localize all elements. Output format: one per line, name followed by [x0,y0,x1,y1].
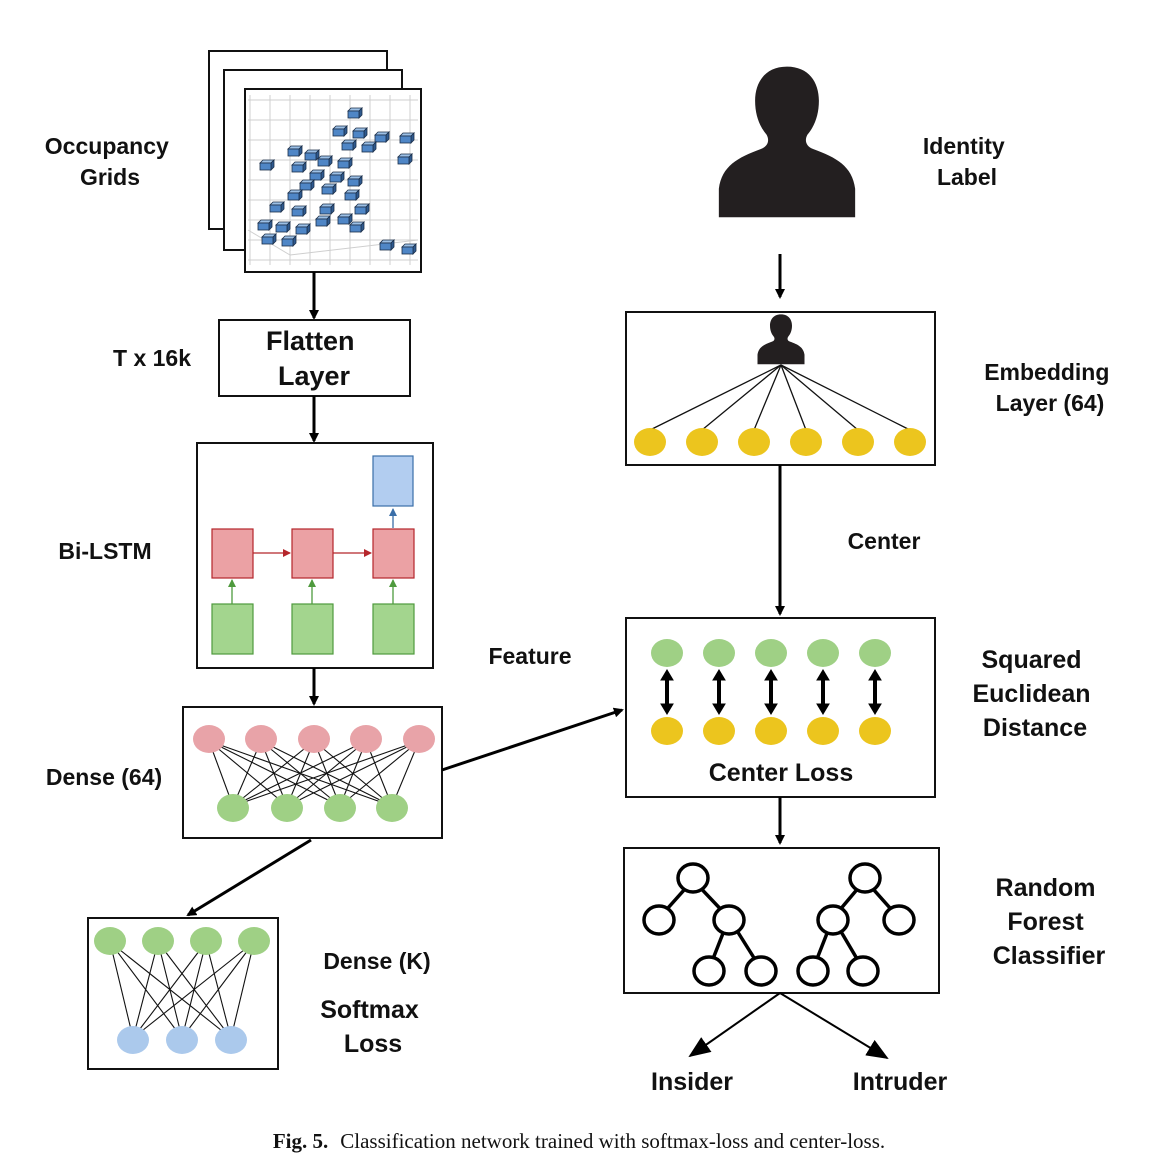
caption-text: Classification network trained with soft… [340,1129,885,1153]
embedding-node [894,428,926,456]
random-forest-tree-icon [796,862,916,987]
green-node [190,927,222,955]
embedding-node [738,428,770,456]
feature-node [859,639,891,667]
person-silhouette-icon [718,66,856,218]
center-node [859,717,891,745]
center-loss-label: Center Loss [709,759,853,787]
green-node [376,794,408,822]
green-node [142,927,174,955]
lstm-input-arrows [228,579,397,604]
dense-64-output-nodes [217,794,408,822]
lstm-hidden-cell [372,528,415,579]
flatten-layer-label: Flatten Layer [266,326,362,391]
lstm-input-cells [211,603,415,655]
lstm-hidden-cells [211,528,415,579]
occupancy-grids-label: Occupancy Grids [45,133,175,190]
arrow-to-intruder [779,992,889,1060]
intruder-label: Intruder [853,1068,948,1096]
softmax-loss-label: Softmax Loss [320,996,426,1058]
lstm-input-cell [372,603,415,655]
embedding-connections [649,364,911,431]
pink-node [193,725,225,753]
embedding-node [842,428,874,456]
lstm-output-cell [372,455,414,507]
feature-label: Feature [488,643,571,669]
blue-node [215,1026,247,1054]
center-node [703,717,735,745]
lstm-hidden-cell [291,528,334,579]
center-node [651,717,683,745]
feature-node [703,639,735,667]
center-node [807,717,839,745]
dense-k-output-nodes [117,1026,247,1054]
arrow-dense-to-center-loss [441,707,624,772]
lstm-input-cell [211,603,254,655]
feature-nodes [651,639,891,667]
embedding-layer-label: Embedding Layer (64) [984,359,1116,416]
lstm-input-cell [291,603,334,655]
green-node [94,927,126,955]
center-nodes [651,717,891,745]
blue-node [166,1026,198,1054]
embedding-node [686,428,718,456]
green-node [271,794,303,822]
embedding-nodes [634,428,926,456]
feature-node [807,639,839,667]
squared-euclidean-distance-label: Squared Euclidean Distance [972,646,1097,742]
pink-node [403,725,435,753]
identity-label: Identity Label [923,133,1011,190]
random-forest-tree-icon [642,862,778,987]
center-node [755,717,787,745]
green-node [238,927,270,955]
feature-node [755,639,787,667]
caption-prefix: Fig. 5. [273,1129,328,1153]
random-forest-classifier-label: Random Forest Classifier [993,874,1106,970]
embedding-node [790,428,822,456]
t-x-16k-label: T x 16k [113,345,191,371]
dense-64-label: Dense (64) [46,764,162,790]
lstm-hidden-cell [211,528,254,579]
flatten-layer-box [218,319,411,397]
dense-64-input-nodes [193,725,435,753]
pink-node [245,725,277,753]
blue-node [117,1026,149,1054]
dense-k-connections [109,941,255,1039]
bilstm-label: Bi-LSTM [58,538,151,564]
figure-caption: Fig. 5. Classification network trained w… [273,1129,885,1153]
pink-node [298,725,330,753]
pink-node [350,725,382,753]
green-node [324,794,356,822]
center-label: Center [848,528,921,554]
dense-64-connections [208,740,420,807]
dense-k-label: Dense (K) [323,948,430,974]
occupancy-grid-icon [208,50,422,273]
feature-node [651,639,683,667]
insider-label: Insider [651,1068,733,1096]
embedding-node [634,428,666,456]
distance-double-arrows [660,669,882,715]
arrow-dense-to-softmax [186,838,312,917]
arrow-to-insider [688,992,781,1058]
dense-k-input-nodes [94,927,270,955]
green-node [217,794,249,822]
